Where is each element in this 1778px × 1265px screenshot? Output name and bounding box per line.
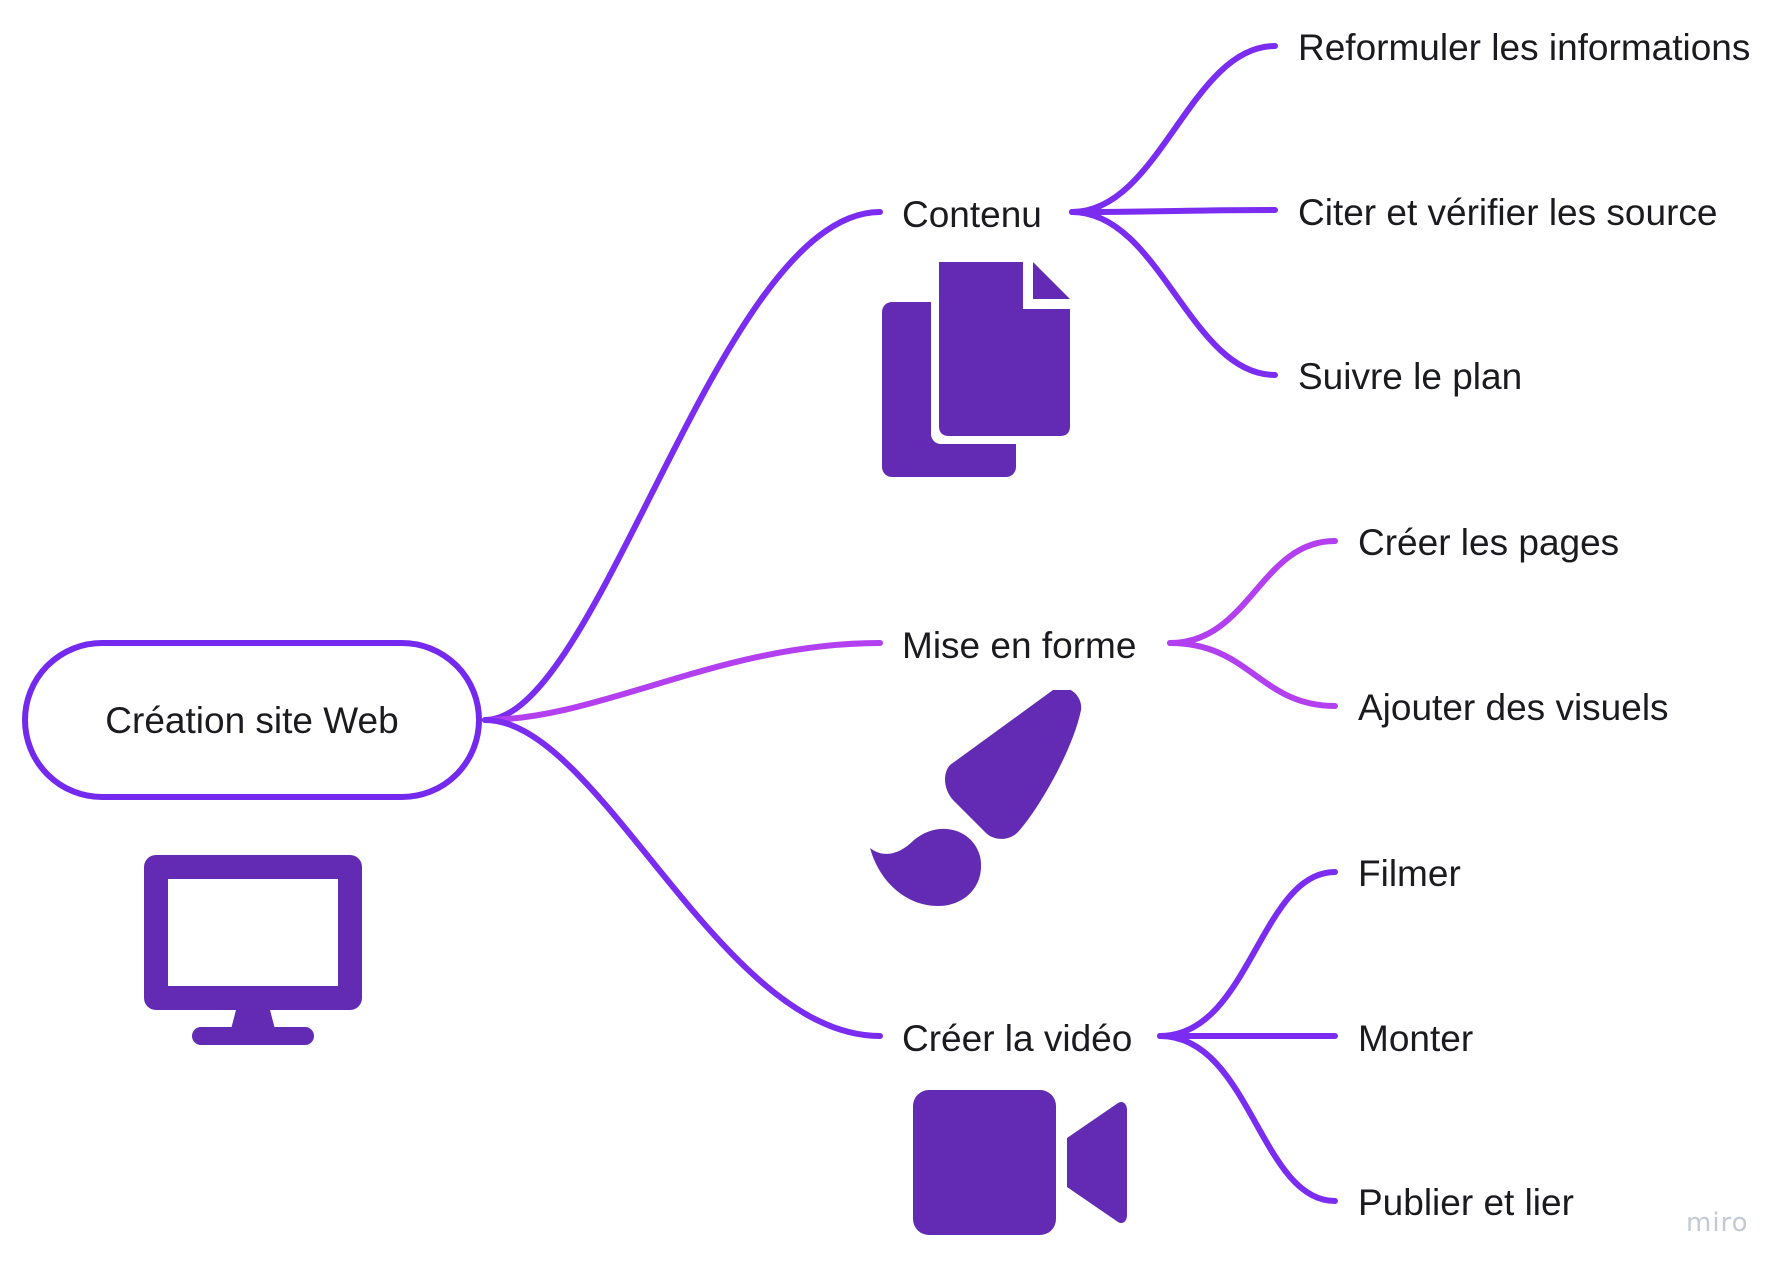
- copy-documents-icon: [882, 262, 1074, 477]
- miro-watermark: miro: [1686, 1208, 1749, 1238]
- branch-label-video[interactable]: Créer la vidéo: [902, 1018, 1133, 1059]
- connector-contenu-child-1: [1069, 43, 1278, 215]
- child-label-reformuler[interactable]: Reformuler les informations: [1298, 27, 1751, 68]
- connector-video-child-3: [1157, 1033, 1338, 1204]
- child-label-filmer[interactable]: Filmer: [1358, 853, 1461, 894]
- connector-root-contenu: [482, 209, 883, 723]
- paintbrush-icon: [870, 690, 1082, 906]
- branch-label-mise-en-forme[interactable]: Mise en forme: [902, 625, 1137, 666]
- root-label: Création site Web: [105, 699, 399, 741]
- branch-label-contenu[interactable]: Contenu: [902, 194, 1042, 235]
- root-node[interactable]: Création site Web: [22, 640, 482, 800]
- connector-mise-child-1: [1167, 538, 1338, 646]
- child-label-citer[interactable]: Citer et vérifier les source: [1298, 192, 1718, 233]
- child-label-monter[interactable]: Monter: [1358, 1018, 1474, 1059]
- connector-contenu-child-3: [1069, 209, 1278, 378]
- connector-video-child-1: [1157, 869, 1338, 1039]
- monitor-icon: [144, 855, 362, 1045]
- connector-contenu-child-2: [1069, 207, 1278, 215]
- connector-mise-child-2: [1167, 640, 1338, 709]
- video-camera-icon: [913, 1090, 1127, 1235]
- connector-root-video: [482, 717, 883, 1039]
- child-label-creer-pages[interactable]: Créer les pages: [1358, 522, 1620, 563]
- child-label-suivre[interactable]: Suivre le plan: [1298, 356, 1523, 397]
- child-label-ajouter-visuels[interactable]: Ajouter des visuels: [1358, 687, 1669, 728]
- connector-root-mise-en-forme: [482, 640, 883, 723]
- child-label-publier[interactable]: Publier et lier: [1358, 1182, 1574, 1223]
